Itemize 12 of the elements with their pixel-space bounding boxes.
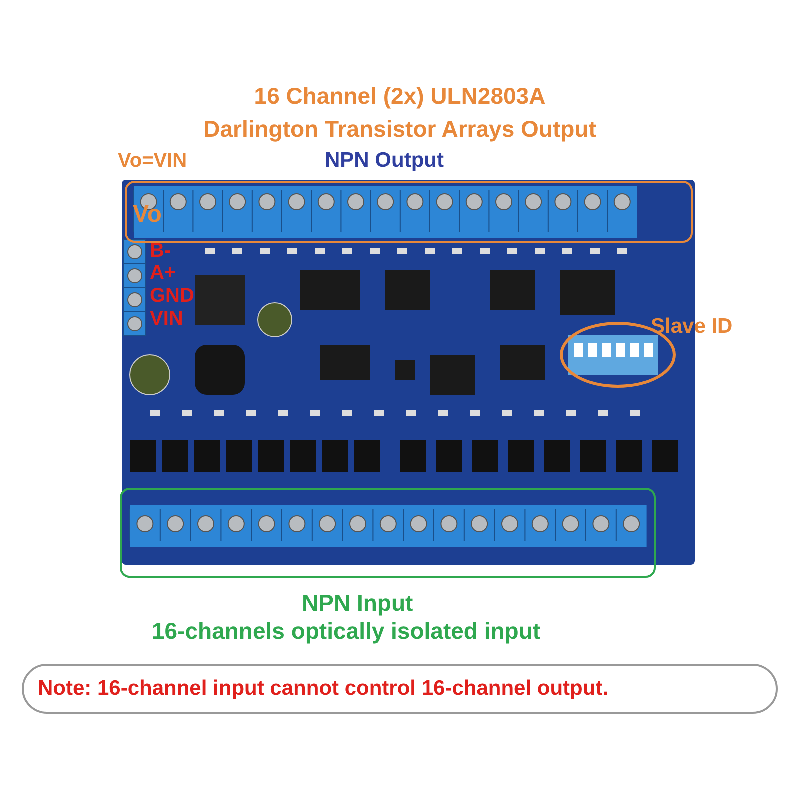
pin-label: B- <box>150 240 172 263</box>
pin-label: A+ <box>150 262 176 285</box>
pin-label: VIN <box>150 308 184 331</box>
section-heading: NPN Input <box>302 590 414 616</box>
voltage-label: Vo=VIN <box>118 150 188 173</box>
terminal-label: Vo <box>133 201 162 229</box>
note-text: Note: 16-channel input cannot control 16-channel output. <box>38 677 609 702</box>
section-description: 16-channels optically isolated input <box>152 618 541 644</box>
note-box <box>22 664 778 714</box>
pin-label: GND <box>150 285 194 308</box>
section-heading: NPN Output <box>325 149 444 174</box>
title: 16 Channel (2x) ULN2803A Darlington Transistor Arrays Output <box>202 82 598 144</box>
